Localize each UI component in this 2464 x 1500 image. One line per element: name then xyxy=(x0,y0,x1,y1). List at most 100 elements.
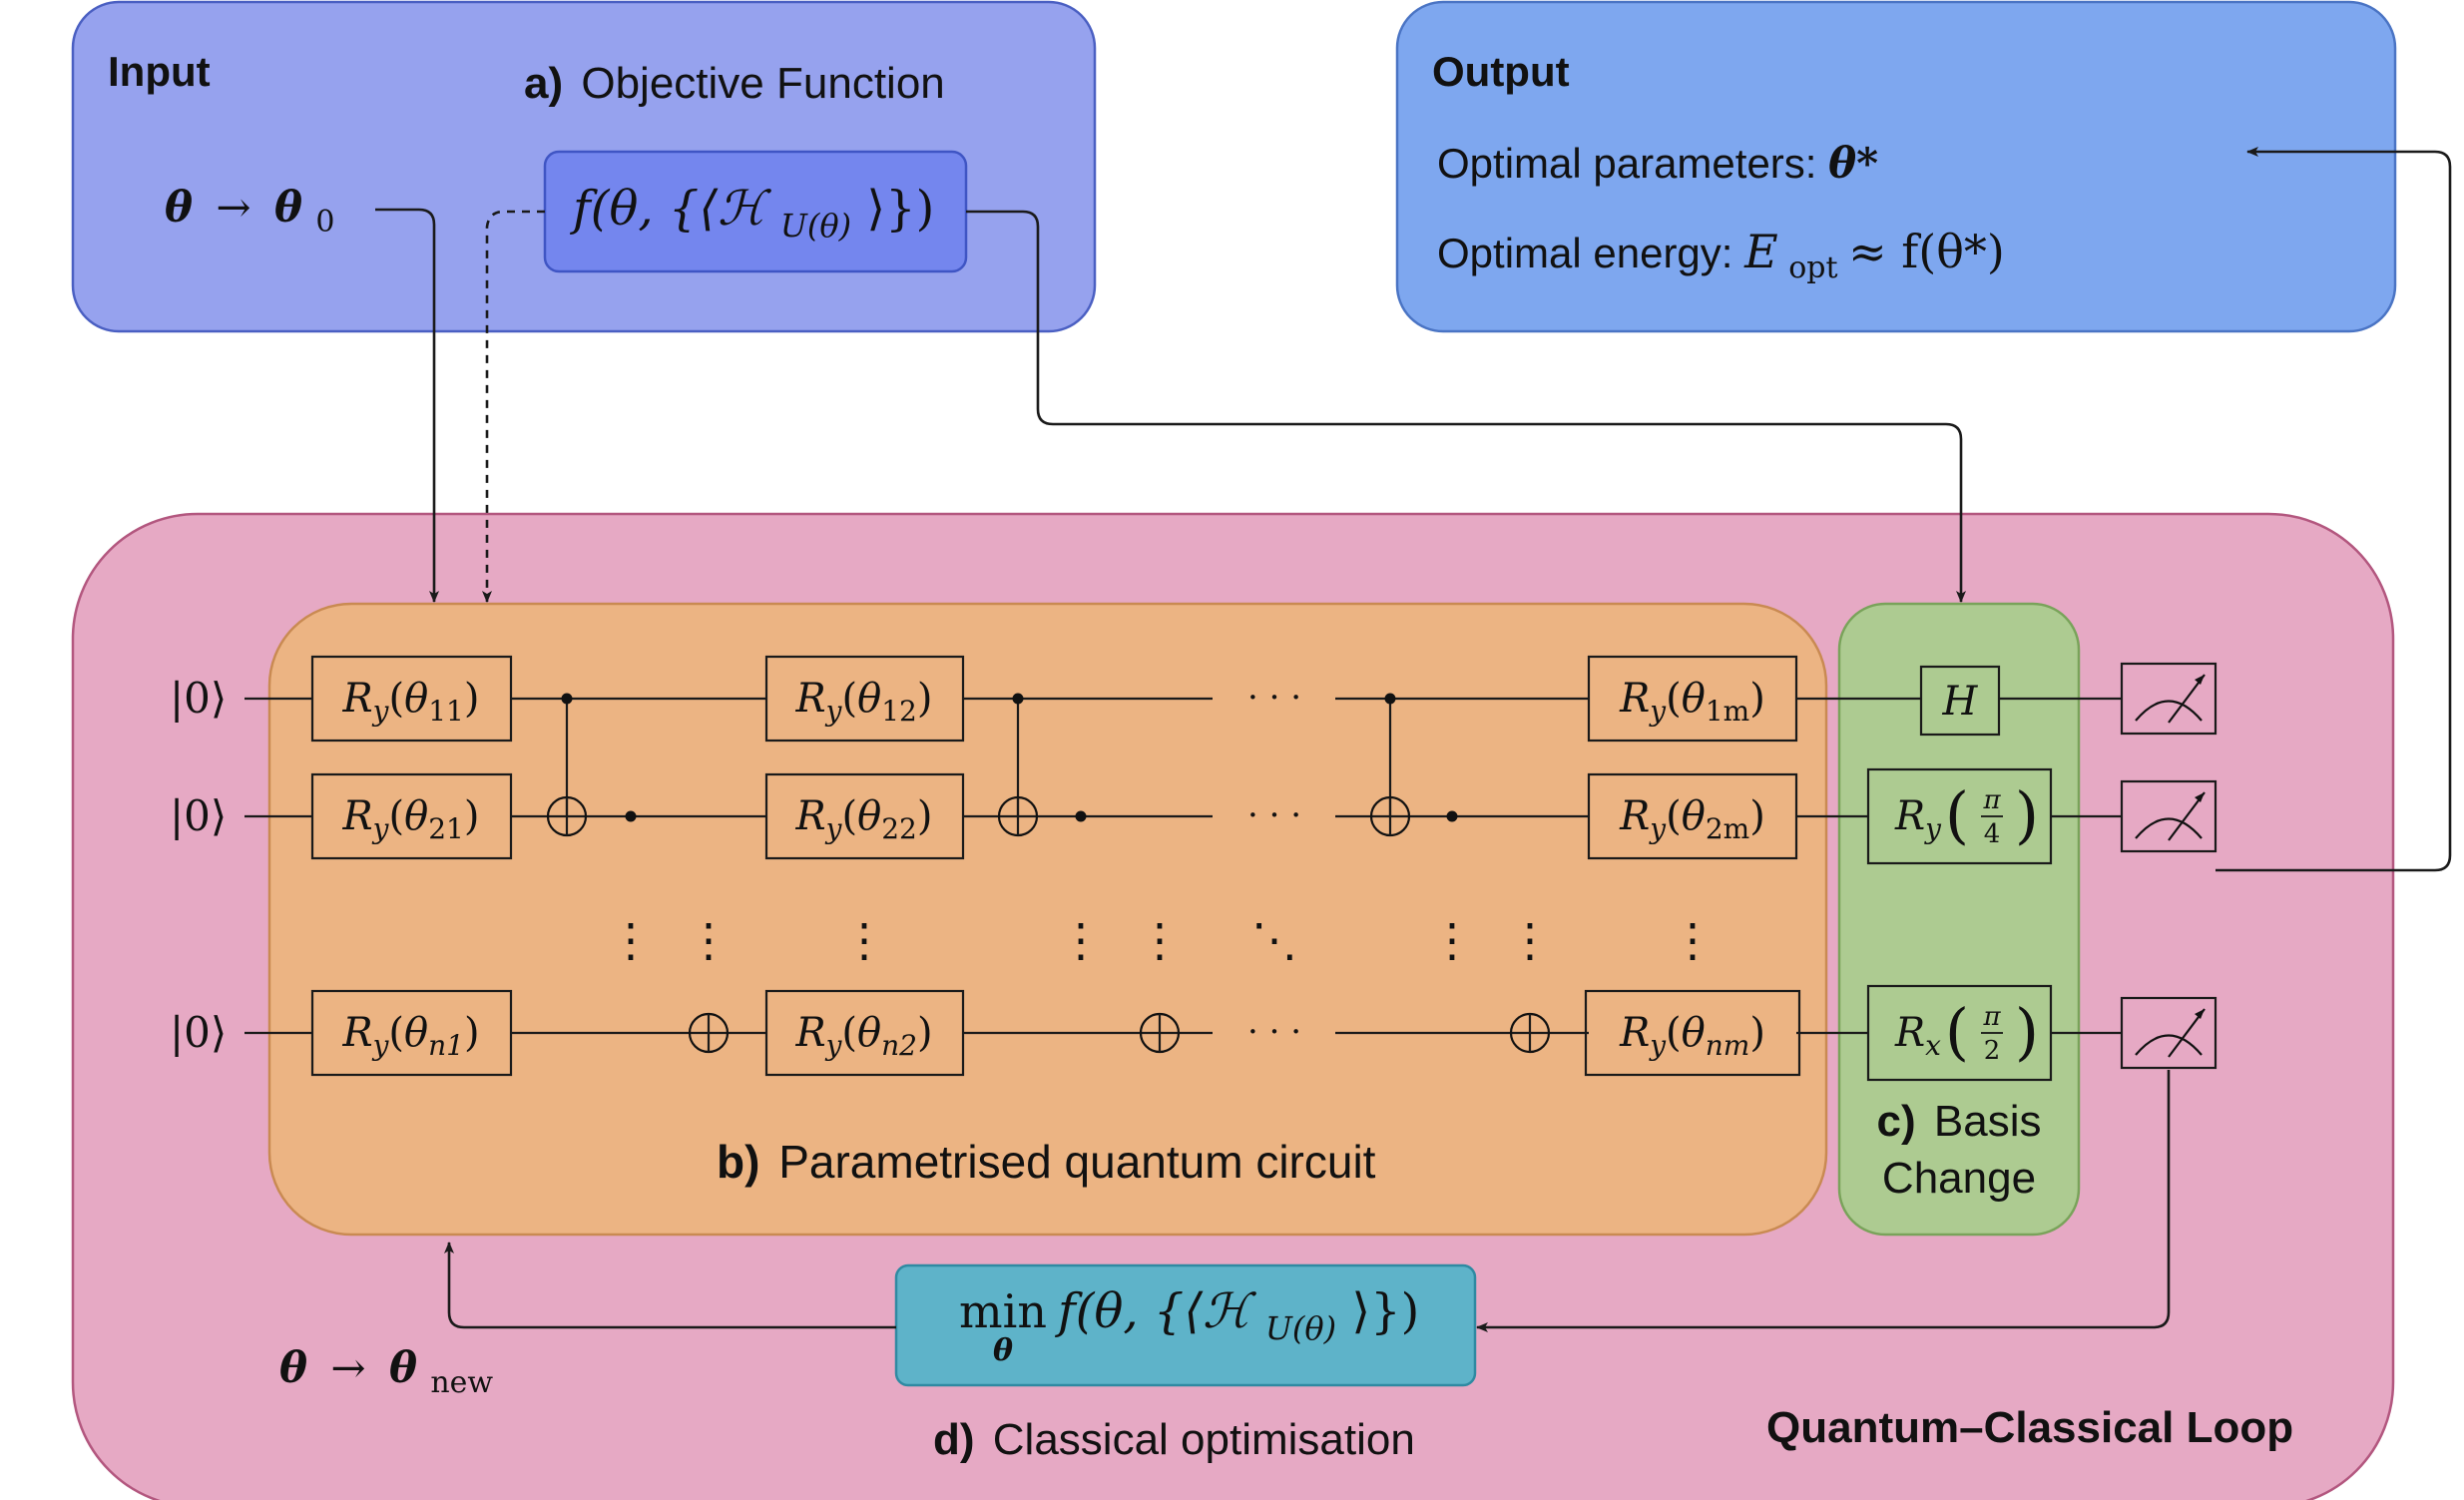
init-theta-zero: θ xyxy=(274,183,302,232)
basis-label-letter: c) xyxy=(1877,1097,1916,1146)
optimiser-formula-main: f(θ, {⟨ℋ xyxy=(1055,1283,1256,1339)
objective-label-text: Objective Function xyxy=(581,59,944,108)
optimal-energy-rhs: ≈ f(θ*) xyxy=(1848,225,2005,278)
svg-text:Ry(θn1): Ry(θn1) xyxy=(341,1010,479,1062)
svg-text:Rx: Rx xyxy=(1894,1010,1941,1062)
basis-label-line-2: Change xyxy=(1882,1154,2036,1203)
vdots-3: ⋮ xyxy=(841,913,887,967)
objective-formula-main: f(θ, {⟨ℋ xyxy=(570,181,771,237)
svg-text:Ry(θ12): Ry(θ12) xyxy=(795,676,933,728)
optimal-parameters-label: Optimal parameters: xyxy=(1437,140,1828,187)
optimiser-label-text: Classical optimisation xyxy=(993,1415,1415,1464)
update-theta-new: θ xyxy=(389,1343,417,1392)
output-title: Output xyxy=(1432,48,1570,95)
vdots-5: ⋮ xyxy=(1137,913,1183,967)
loop-title: Quantum–Classical Loop xyxy=(1766,1403,2293,1452)
arrow-measurement-to-output xyxy=(2216,147,2452,872)
qubit-1-state: |0⟩ xyxy=(170,674,227,723)
cnot-m-control-dot xyxy=(1384,693,1396,705)
init-theta: θ xyxy=(165,183,193,232)
measurement-1-icon xyxy=(2120,662,2218,736)
optimiser-min-subscript: θ xyxy=(993,1333,1013,1368)
update-subscript: new xyxy=(430,1365,493,1400)
circuit-label: b) Parametrised quantum circuit xyxy=(717,1136,1376,1188)
svg-text:H: H xyxy=(1942,679,1979,725)
svg-text:Ry(θ21): Ry(θ21) xyxy=(342,793,480,845)
vdots-1: ⋮ xyxy=(608,913,654,967)
optimiser-formula-sub: U(θ) xyxy=(1265,1309,1336,1347)
cnot-1b-control-dot xyxy=(625,810,637,822)
gate-ry-pi-over-4: Ry ( ) π 4 xyxy=(1866,767,2053,865)
cnot-2b-control-dot xyxy=(1075,810,1087,822)
update-arrow: → xyxy=(330,1343,365,1392)
basis-label-line-1: c) Basis xyxy=(1877,1097,2042,1146)
arrow-measurement-to-optimiser xyxy=(1476,1070,2171,1332)
objective-formula-end: ⟩}) xyxy=(866,181,934,237)
svg-text:π: π xyxy=(1982,785,2001,815)
vdots-6: ⋮ xyxy=(1429,913,1475,967)
init-subscript: 0 xyxy=(315,205,334,240)
svg-text:(: ( xyxy=(1945,995,1969,1068)
svg-text:): ) xyxy=(2015,778,2039,851)
objective-formula: f(θ, {⟨ℋ U(θ) ⟩}) xyxy=(570,181,934,249)
svg-text:Ry(θn2): Ry(θn2) xyxy=(794,1010,932,1062)
gate-ry-12: Ry(θ12) xyxy=(764,655,965,743)
svg-text:(: ( xyxy=(1945,778,1969,851)
init-arrow: → xyxy=(216,183,250,232)
optimal-energy: Optimal energy: E opt ≈ f(θ*) xyxy=(1437,225,2005,287)
svg-text:): ) xyxy=(2015,995,2039,1068)
initial-parameters: θ → θ 0 xyxy=(165,183,334,240)
svg-text:4: 4 xyxy=(1984,819,2001,849)
gate-ry-n1: Ry(θn1) xyxy=(310,989,513,1077)
update-theta: θ xyxy=(279,1343,307,1392)
optimiser-formula-end: ⟩}) xyxy=(1351,1283,1419,1339)
svg-text:Ry(θ2m): Ry(θ2m) xyxy=(1619,793,1765,845)
svg-text:Ry: Ry xyxy=(1894,793,1942,845)
cnot-mb-control-dot xyxy=(1446,810,1458,822)
optimal-energy-subscript: opt xyxy=(1788,250,1837,285)
input-title: Input xyxy=(108,48,211,95)
cnot-1-control-dot xyxy=(561,693,573,705)
gate-ry-21: Ry(θ21) xyxy=(310,772,513,860)
svg-text:Ry(θ1m): Ry(θ1m) xyxy=(1619,676,1765,728)
parametrised-circuit-panel xyxy=(267,602,1828,1237)
vdots-7: ⋮ xyxy=(1507,913,1553,967)
optimiser-min: min xyxy=(959,1284,1047,1338)
vdots-8: ⋮ xyxy=(1670,913,1716,967)
optimal-parameters: Optimal parameters: θ* xyxy=(1437,139,1878,188)
optimiser-label: d) Classical optimisation xyxy=(933,1415,1415,1464)
gate-ry-nm: Ry(θnm) xyxy=(1584,989,1801,1077)
objective-label-letter: a) xyxy=(524,59,563,108)
output-panel xyxy=(1395,0,2397,333)
gate-ry-2m: Ry(θ2m) xyxy=(1587,772,1798,860)
cnot-2-control-dot xyxy=(1012,693,1024,705)
classical-optimiser-box xyxy=(894,1263,1477,1387)
svg-text:Ry(θ22): Ry(θ22) xyxy=(795,793,933,845)
svg-text:Ry(θ11): Ry(θ11) xyxy=(342,676,480,728)
gate-rx-pi-over-2: Rx ( ) π 2 xyxy=(1866,984,2053,1082)
objective-label: a) Objective Function xyxy=(524,59,945,108)
optimiser-formula: f(θ, {⟨ℋ U(θ) ⟩}) xyxy=(1055,1283,1419,1351)
circuit-label-letter: b) xyxy=(717,1136,759,1188)
optimal-parameters-symbol: θ* xyxy=(1828,139,1878,188)
optimal-energy-symbol: E xyxy=(1743,225,1778,278)
basis-label-text-1: Basis xyxy=(1934,1097,2042,1146)
row-2-hdots: · · · xyxy=(1247,795,1301,835)
gate-ry-n2: Ry(θn2) xyxy=(764,989,965,1077)
vdots-2: ⋮ xyxy=(686,913,732,967)
svg-text:2: 2 xyxy=(1984,1036,2001,1066)
basis-change-panel xyxy=(1837,602,2081,1237)
svg-text:π: π xyxy=(1982,1002,2001,1032)
arrow-objective-to-basis xyxy=(966,210,1966,603)
objective-formula-sub: U(θ) xyxy=(780,207,851,245)
gate-ry-1m: Ry(θ1m) xyxy=(1587,655,1798,743)
arrow-objective-to-circuit xyxy=(482,210,545,603)
arrow-optimiser-to-circuit xyxy=(444,1242,896,1329)
circuit-label-text: Parametrised quantum circuit xyxy=(778,1136,1375,1188)
qubit-n-state: |0⟩ xyxy=(170,1008,227,1057)
gate-ry-11: Ry(θ11) xyxy=(310,655,513,743)
parameter-update: θ → θ new xyxy=(279,1343,493,1400)
arrow-initial-to-circuit xyxy=(375,208,439,603)
svg-text:Ry(θnm): Ry(θnm) xyxy=(1619,1010,1765,1062)
row-n-hdots: · · · xyxy=(1247,1012,1301,1052)
